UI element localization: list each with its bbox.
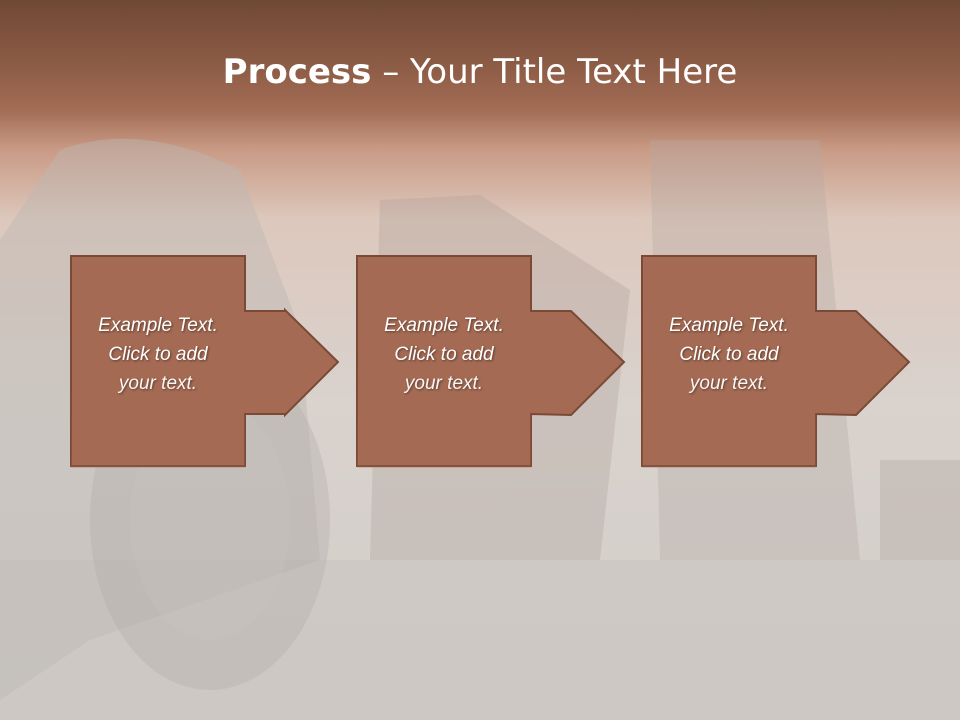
- step-line-3: your text.: [356, 369, 532, 398]
- arrow-box-shape: [356, 255, 626, 467]
- step-line-2: Click to add: [394, 344, 494, 365]
- step-line-3: your text.: [70, 369, 246, 398]
- title-text: Your Title Text Here: [410, 52, 738, 92]
- arrow-box-shape: [70, 255, 340, 467]
- step-line-1: Example Text.: [98, 315, 218, 336]
- step-line-1: Example Text.: [384, 315, 504, 336]
- step-1-reflection: [71, 359, 338, 468]
- process-step-3[interactable]: Example Text. Click to add your text.: [641, 255, 915, 467]
- title-bold: Process: [222, 52, 372, 92]
- step-text[interactable]: Example Text. Click to add your text.: [641, 311, 817, 398]
- step-line-2: Click to add: [679, 344, 779, 365]
- step-3-reflection: [642, 359, 909, 468]
- step-line-1: Example Text.: [669, 315, 789, 336]
- step-text[interactable]: Example Text. Click to add your text.: [70, 311, 246, 398]
- process-step-2[interactable]: Example Text. Click to add your text.: [356, 255, 630, 467]
- step-2-reflection: [357, 359, 624, 468]
- step-line-2: Click to add: [108, 344, 208, 365]
- arrow-box-shape: [641, 255, 911, 467]
- title-separator: –: [371, 52, 411, 92]
- process-step-1[interactable]: Example Text. Click to add your text.: [70, 255, 344, 467]
- step-text[interactable]: Example Text. Click to add your text.: [356, 311, 532, 398]
- slide-title[interactable]: Process – Your Title Text Here: [0, 52, 960, 92]
- step-line-3: your text.: [641, 369, 817, 398]
